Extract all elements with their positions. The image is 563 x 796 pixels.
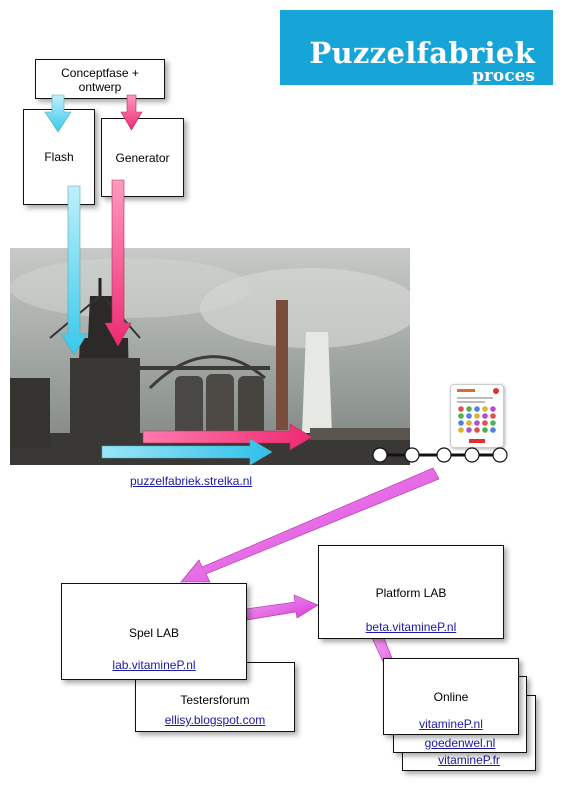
- strelka-link[interactable]: puzzelfabriek.strelka.nl: [130, 474, 253, 488]
- arrow-pink-horizontal: [142, 423, 313, 451]
- spel-lab-link[interactable]: lab.vitamineP.nl: [112, 658, 196, 672]
- game-dot: [490, 413, 496, 419]
- arrow-concept-generator: [120, 94, 143, 131]
- platform-lab-link[interactable]: beta.vitamineP.nl: [365, 620, 457, 634]
- online-link-main[interactable]: vitamineP.nl: [419, 717, 483, 731]
- online-link-goedenwel-wrap: goedenwel.nl: [394, 736, 526, 750]
- concept-label: Conceptfase + ontwerp: [61, 66, 139, 94]
- arrow-generator-down: [104, 179, 132, 347]
- logo-title: Puzzelfabriek: [309, 36, 535, 70]
- chain: [372, 447, 508, 463]
- game-dot: [490, 420, 496, 426]
- game-dot: [466, 406, 472, 412]
- platform-lab-label: Platform LAB: [375, 586, 447, 600]
- online-label: Online: [433, 690, 469, 704]
- arrow-flash-down: [60, 185, 88, 356]
- game-dot: [466, 420, 472, 426]
- online-card-main: Online vitamineP.nl: [383, 658, 519, 735]
- generator-box: Generator: [101, 118, 184, 197]
- game-dot: [474, 406, 480, 412]
- game-dot: [458, 406, 464, 412]
- arrow-cyan-horizontal: [101, 438, 273, 466]
- game-dot: [482, 406, 488, 412]
- game-dot: [466, 427, 472, 433]
- flash-label: Flash: [44, 150, 74, 164]
- game-dot: [458, 413, 464, 419]
- arrow-to-spel-lab: [180, 467, 440, 583]
- platform-lab-link-wrap: beta.vitamineP.nl: [319, 620, 503, 634]
- spel-lab-link-wrap: lab.vitamineP.nl: [62, 658, 246, 672]
- online-link-fr-wrap: vitamineP.fr: [403, 753, 535, 767]
- game-dot: [474, 413, 480, 419]
- online-link-goedenwel[interactable]: goedenwel.nl: [424, 736, 496, 750]
- game-thumbnail: [450, 384, 504, 448]
- arrow-spel-platform: [245, 594, 319, 621]
- game-dot: [458, 420, 464, 426]
- arrow-concept-flash: [44, 94, 72, 133]
- game-dot: [474, 427, 480, 433]
- game-dot: [490, 427, 496, 433]
- game-dot: [490, 406, 496, 412]
- spel-lab-label: Spel LAB: [128, 626, 180, 640]
- testersforum-link[interactable]: ellisy.blogspot.com: [164, 713, 266, 727]
- generator-label: Generator: [115, 151, 170, 165]
- game-dot: [482, 427, 488, 433]
- online-link-main-wrap: vitamineP.nl: [384, 717, 518, 731]
- spel-lab-box: Spel LAB lab.vitamineP.nl: [61, 583, 247, 680]
- testersforum-link-wrap: ellisy.blogspot.com: [136, 713, 294, 727]
- game-dot: [482, 413, 488, 419]
- online-link-fr[interactable]: vitamineP.fr: [438, 753, 500, 767]
- game-dot: [458, 427, 464, 433]
- game-dot: [482, 420, 488, 426]
- game-dot: [466, 413, 472, 419]
- concept-box: Conceptfase + ontwerp: [35, 59, 165, 99]
- logo-subtitle: proces: [472, 66, 535, 86]
- logo: Puzzelfabriek proces: [280, 10, 553, 86]
- testersforum-label: Testersforum: [180, 693, 250, 707]
- platform-lab-box: Platform LAB beta.vitamineP.nl: [318, 545, 504, 639]
- game-dot: [474, 420, 480, 426]
